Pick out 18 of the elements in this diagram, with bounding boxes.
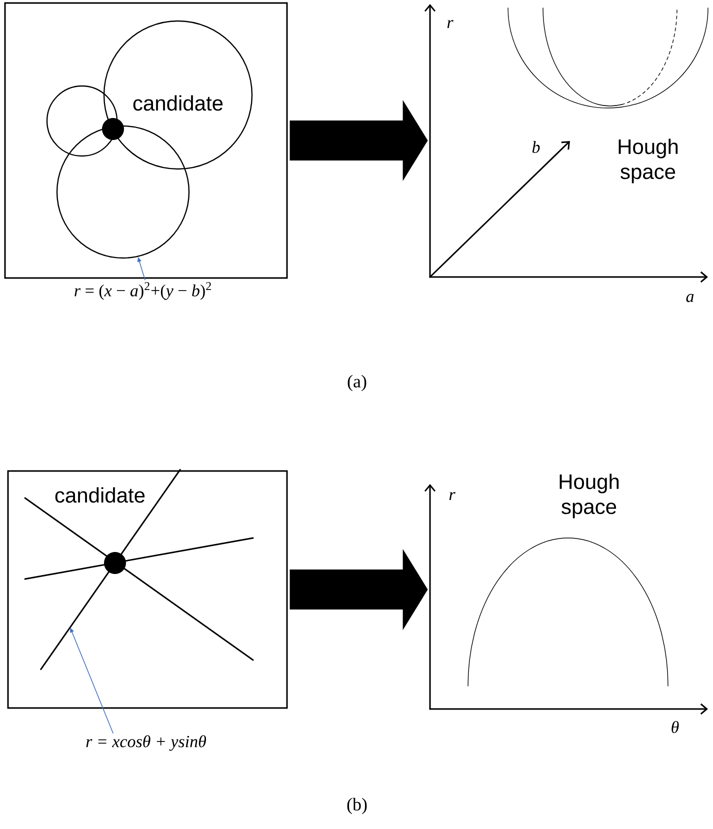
circle <box>103 20 253 170</box>
circle <box>46 85 118 157</box>
axis-label: r <box>447 20 454 28</box>
space-label: Hough space <box>618 138 678 184</box>
formula: r = (x − a)$^{2}$+(y − b)$^{2}$ <box>74 282 211 300</box>
panel-caption: (b) <box>347 798 367 814</box>
circle <box>56 125 190 259</box>
formula: r = xcosθ + ysinθ <box>86 735 206 751</box>
image-frame <box>4 2 288 279</box>
axis-label: r <box>449 492 456 500</box>
panel-caption: (a) <box>348 374 366 392</box>
space-label: Hough space <box>560 474 619 518</box>
axis-label: b <box>532 141 540 153</box>
hough-space-plot-drawing <box>424 4 708 283</box>
point-label: candidate <box>55 487 145 503</box>
line <box>40 468 181 670</box>
image-frame <box>7 470 288 709</box>
point-label: candidate <box>133 95 223 111</box>
